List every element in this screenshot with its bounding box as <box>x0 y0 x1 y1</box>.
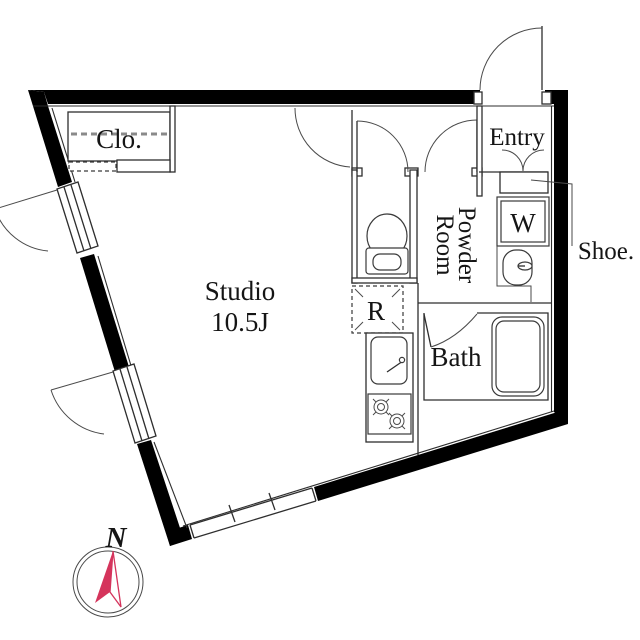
stove-burner <box>372 398 390 416</box>
shoe-cabinet-door-arc-left <box>501 149 524 172</box>
studio-door <box>294 107 353 170</box>
closet-label: Clo. <box>96 124 142 154</box>
studio-label: Studio <box>205 276 276 306</box>
powder-room-label-line2: Room <box>431 214 458 276</box>
wall-bottom-right <box>314 410 568 501</box>
washing-machine: W <box>496 196 550 247</box>
studio-size-label: 10.5J <box>211 307 269 337</box>
wall-left-upper <box>28 90 72 187</box>
studio-door-swing-arc <box>294 107 351 168</box>
entry-divider-wall <box>476 105 483 197</box>
entry-jamb-right <box>541 91 552 105</box>
left-door-upper <box>0 181 99 254</box>
compass-north-label: N <box>105 522 128 554</box>
powder-door-swing-arc <box>424 119 478 173</box>
wall-left-lower <box>137 440 184 546</box>
studio-room: Studio 10.5J <box>205 276 276 337</box>
shoe-label: Shoe. <box>578 238 634 265</box>
entry-area: Entry Shoe. <box>489 124 634 265</box>
compass-needle-outline <box>109 550 122 608</box>
compass-inner-ring <box>76 550 140 614</box>
powder-room-label-line1: Powder <box>453 207 480 284</box>
bathroom: Bath <box>423 312 549 401</box>
shoe-cabinet <box>499 171 549 194</box>
shoe-cabinet-door-arc-right <box>522 149 545 172</box>
wall-top-left <box>28 90 480 104</box>
toilet-wall-right <box>409 169 418 284</box>
wall-left-middle <box>80 254 129 372</box>
compass: N <box>72 522 144 618</box>
door-swing-arc <box>50 389 105 435</box>
compass-outer-ring <box>72 546 144 618</box>
washer-label: W <box>510 208 536 238</box>
refrigerator-label: R <box>367 296 385 326</box>
exterior-walls <box>28 90 568 546</box>
left-door-lower <box>50 363 157 444</box>
toilet-wall-bottom <box>351 277 418 284</box>
toilet-room <box>351 120 418 284</box>
bath-door-leaf <box>423 313 432 348</box>
closet-step <box>116 159 171 173</box>
kitchen-faucet <box>386 360 404 373</box>
refrigerator-space: R <box>351 285 404 334</box>
door-frame <box>112 363 157 444</box>
toilet-lid-detail <box>372 253 402 271</box>
closet-side-wall <box>169 105 176 173</box>
toilet-wall-left <box>351 169 358 284</box>
entry-door-swing-arc <box>479 27 543 91</box>
kitchen-sink <box>370 336 408 385</box>
wall-face-lines <box>33 105 555 529</box>
shoe-leader-line <box>530 179 573 246</box>
kitchen <box>365 332 414 443</box>
door-frame <box>56 181 99 254</box>
vanity-basin <box>496 246 533 302</box>
compass-needle-solid <box>95 551 113 603</box>
bath-label: Bath <box>431 342 482 372</box>
bath-door-swing-arc <box>430 313 478 348</box>
window-south <box>189 487 317 539</box>
stove-burner <box>388 412 406 430</box>
entry-jamb-left <box>473 91 483 105</box>
wall-bottom-left <box>166 525 192 546</box>
entry-label: Entry <box>489 124 545 151</box>
closet-folding-door <box>68 161 117 172</box>
powder-room-label: Powder Room <box>431 207 480 284</box>
door-swing-arc <box>0 218 49 252</box>
entry-door <box>473 26 552 105</box>
toilet-door-swing-arc <box>356 120 409 173</box>
wall-right <box>554 104 568 424</box>
powder-room: Powder Room <box>417 105 552 455</box>
closet: Clo. <box>67 105 176 173</box>
